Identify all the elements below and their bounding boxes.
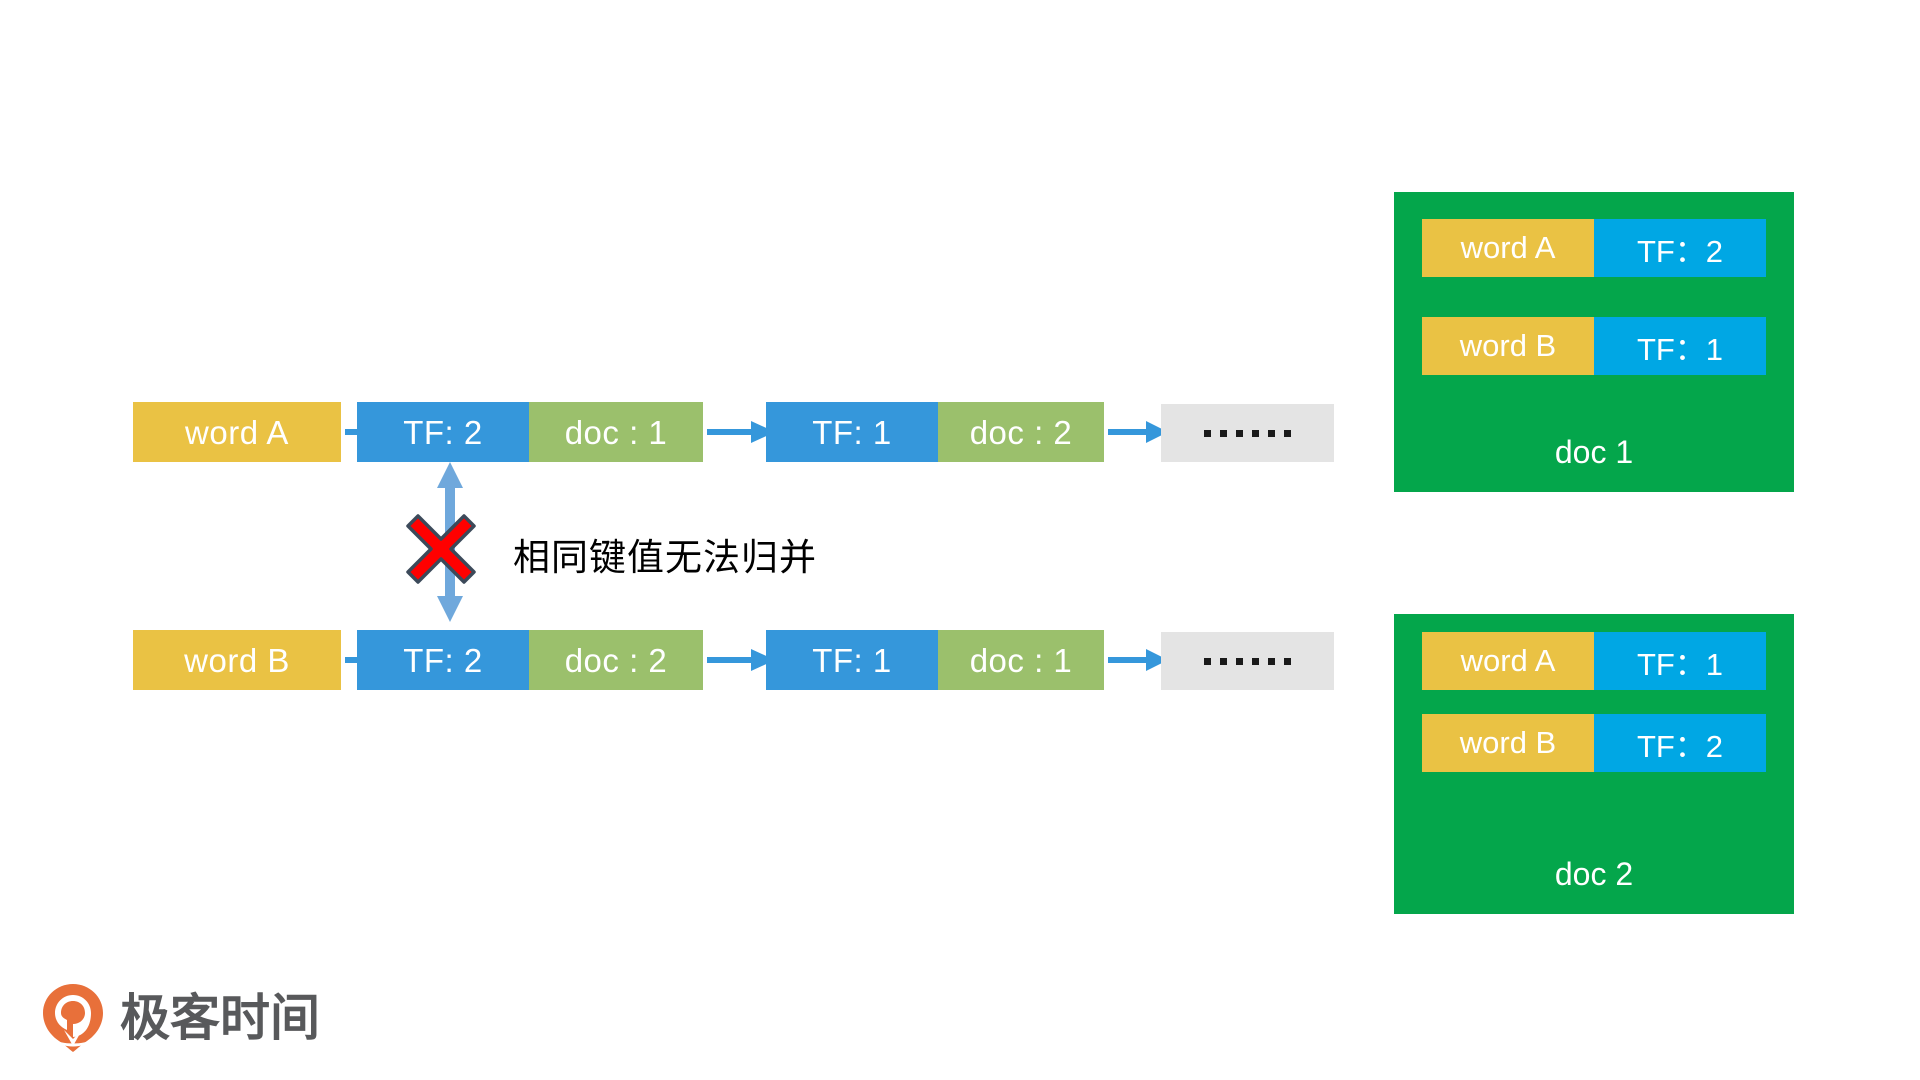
doc-term-tf: TF：2 — [1594, 714, 1766, 772]
posting-entry-doc-r1-e1: doc : 1 — [529, 402, 703, 462]
ellipsis-dots-icon — [1204, 657, 1291, 665]
doc-term-row: word A TF：2 — [1422, 219, 1766, 277]
document-panel-doc-1: word A TF：2 word B TF：1 doc 1 — [1394, 192, 1794, 492]
posting-entry-tf-r2-e1: TF: 2 — [357, 630, 529, 690]
posting-entry-tf-r1-e2: TF: 1 — [766, 402, 938, 462]
arrow-right-icon — [1108, 649, 1168, 671]
brand-logo: 极客时间 — [42, 983, 330, 1053]
doc-term-row: word A TF：1 — [1422, 632, 1766, 690]
arrow-right-icon — [707, 649, 775, 671]
brand-wordmark: 极客时间 — [120, 989, 320, 1047]
annotation-label: 相同键值无法归并 — [513, 536, 817, 579]
doc-term-word: word A — [1422, 219, 1594, 277]
posting-entry-tf-r1-e1: TF: 2 — [357, 402, 529, 462]
doc-term-tf: TF：1 — [1594, 632, 1766, 690]
brand-wordmark-text: 极客时间 — [120, 989, 320, 1047]
posting-entry-doc-r1-e2: doc : 2 — [938, 402, 1104, 462]
posting-entry-tf-r2-e2: TF: 1 — [766, 630, 938, 690]
doc-term-tf: TF：1 — [1594, 317, 1766, 375]
document-label: doc 2 — [1554, 856, 1634, 892]
doc-term-word: word B — [1422, 317, 1594, 375]
document-panel-doc-2: word A TF：1 word B TF：2 doc 2 — [1394, 614, 1794, 914]
arrow-right-icon — [707, 421, 775, 443]
posting-entry-doc-r2-e2: doc : 1 — [938, 630, 1104, 690]
posting-key-word-a: word A — [133, 402, 341, 462]
posting-key-word-b: word B — [133, 630, 341, 690]
ellipsis-dots-icon — [1204, 429, 1291, 437]
doc-term-row: word B TF：2 — [1422, 714, 1766, 772]
doc-term-word: word A — [1422, 632, 1594, 690]
geektime-pin-icon — [43, 984, 103, 1052]
posting-ellipsis-r1 — [1161, 404, 1334, 462]
doc-term-tf: TF：2 — [1594, 219, 1766, 277]
posting-ellipsis-r2 — [1161, 632, 1334, 690]
cross-error-icon — [406, 514, 476, 584]
doc-term-word: word B — [1422, 714, 1594, 772]
doc-term-row: word B TF：1 — [1422, 317, 1766, 375]
arrow-right-icon — [1108, 421, 1168, 443]
document-label: doc 1 — [1554, 434, 1634, 470]
posting-entry-doc-r2-e1: doc : 2 — [529, 630, 703, 690]
